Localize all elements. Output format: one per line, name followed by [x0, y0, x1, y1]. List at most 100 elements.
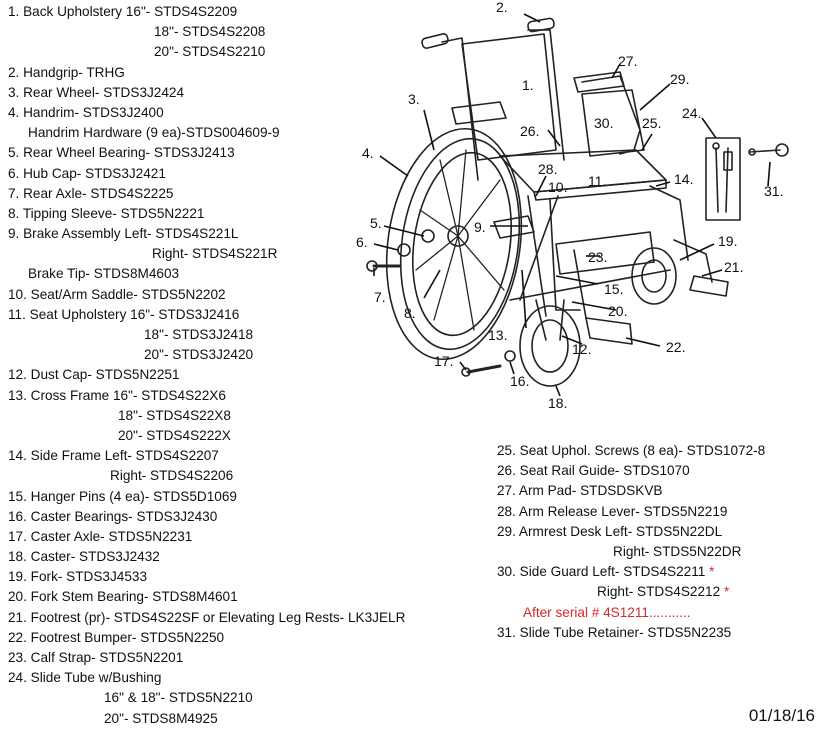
part-line-text: 28. Arm Release Lever- STDS5N2219	[497, 503, 728, 519]
part-line: 31. Slide Tube Retainer- STDS5N2235	[497, 623, 765, 643]
wheelchair-exploded-diagram: 1. 2. 3. 4. 5. 6. 7. 8. 9. 10. 11. 12. 1…	[356, 0, 789, 411]
rear-hub-shape	[447, 225, 469, 247]
part-line: 18"- STDS4S2208	[8, 22, 405, 42]
part-line-text: 18"- STDS3J2418	[144, 327, 254, 342]
part-line: 26. Seat Rail Guide- STDS1070	[497, 461, 765, 481]
part-line: 9. Brake Assembly Left- STDS4S221L	[8, 224, 405, 244]
callout-27: 27.	[618, 53, 637, 69]
callout-4: 4.	[362, 145, 374, 161]
fork-right	[673, 239, 713, 283]
part-line-text: Right- STDS4S2212	[597, 584, 721, 600]
callout-1: 1.	[522, 77, 534, 93]
callout-15: 15.	[604, 281, 623, 297]
callout-9: 9.	[474, 219, 486, 235]
frame-bottom-rail	[509, 269, 671, 301]
part-line: 20. Fork Stem Bearing- STDS8M4601	[8, 587, 405, 607]
footrest-front	[585, 317, 633, 345]
callout-18: 18.	[548, 395, 567, 411]
callout-22: 22.	[666, 339, 685, 355]
part-line-text: 15. Hanger Pins (4 ea)- STDS5D1069	[8, 488, 237, 504]
revision-date: 01/18/16	[748, 706, 815, 725]
calf-strap-shape	[555, 231, 655, 275]
part-line: 10. Seat/Arm Saddle- STDS5N2202	[8, 285, 405, 305]
callout-3: 3.	[408, 91, 420, 107]
part-line: 30. Side Guard Left- STDS4S2211 *	[497, 562, 765, 582]
part-line-text: 11. Seat Upholstery 16"- STDS3J2416	[8, 306, 240, 322]
part-line: 20"- STDS4S2210	[8, 42, 405, 62]
part-line: Right- STDS4S2206	[8, 466, 405, 486]
part-line-text: 24. Slide Tube w/Bushing	[8, 670, 162, 686]
part-line-text: Brake Tip- STDS8M4603	[28, 266, 180, 282]
part-line: 17. Caster Axle- STDS5N2231	[8, 527, 405, 547]
footrest-right	[689, 275, 729, 297]
part-line-text: 6. Hub Cap- STDS3J2421	[8, 165, 166, 181]
callout-17: 17.	[434, 353, 453, 369]
caster-axle-shape	[466, 364, 502, 374]
cross-frame	[519, 195, 559, 317]
part-line-text: 25. Seat Uphol. Screws (8 ea)- STDS1072-…	[497, 443, 766, 458]
seat-upholstery-shape	[499, 149, 667, 193]
part-line: 23. Calf Strap- STDS5N2201	[8, 648, 405, 668]
parts-list-right: 25. Seat Uphol. Screws (8 ea)- STDS1072-…	[497, 441, 765, 643]
part-line: After serial # 4S1211...........	[497, 603, 765, 623]
part-line: 20"- STDS8M4925	[8, 709, 405, 729]
part-line-text: 31. Slide Tube Retainer- STDS5N2235	[497, 624, 732, 640]
callout-11: 11.	[588, 173, 606, 189]
part-line: Brake Tip- STDS8M4603	[8, 264, 405, 284]
callout-8: 8.	[404, 305, 416, 321]
part-line-text: Handrim Hardware (9 ea)-STDS004609-9	[28, 125, 280, 141]
part-line: 29. Armrest Desk Left- STDS5N22DL	[497, 522, 765, 542]
part-line: 16" & 18"- STDS5N2210	[8, 688, 405, 708]
callout-labels: 1. 2. 3. 4. 5. 6. 7. 8. 9. 10. 11. 12. 1…	[356, 0, 783, 411]
callout-13: 13.	[488, 327, 507, 343]
callout-6: 6.	[356, 234, 368, 250]
footrest-stem	[573, 249, 587, 319]
part-line-text: 20"- STDS4S2210	[154, 44, 266, 60]
arm-pad-right	[573, 71, 625, 93]
part-line-text: 20"- STDS3J2420	[144, 347, 254, 363]
seat-front-edge	[533, 179, 667, 201]
slide-tube-shape	[715, 147, 729, 213]
part-line: 7. Rear Axle- STDS4S2225	[8, 184, 405, 204]
part-line-text: 3. Rear Wheel- STDS3J2424	[8, 84, 185, 100]
wheel-spokes	[415, 149, 505, 331]
part-line-text: 18. Caster- STDS3J2432	[8, 549, 160, 565]
part-line-text: Right- STDS5N22DR	[613, 543, 742, 559]
part-line: 3. Rear Wheel- STDS3J2424	[8, 83, 405, 103]
part-line-text: 2. Handgrip- TRHG	[8, 64, 125, 80]
part-line: 18"- STDS4S22X8	[8, 406, 405, 426]
side-guard-right	[581, 89, 645, 157]
part-line: 11. Seat Upholstery 16"- STDS3J2416	[8, 305, 405, 325]
callout-31: 31.	[764, 183, 783, 199]
part-line-text: 22. Footrest Bumper- STDS5N2250	[8, 629, 225, 645]
callout-24: 24.	[682, 105, 701, 121]
back-cane-left	[441, 37, 479, 181]
part-line-text: 18"- STDS4S2208	[154, 24, 266, 40]
part-line: 1. Back Upholstery 16"- STDS4S2209	[8, 2, 405, 22]
part-line: 8. Tipping Sleeve- STDS5N2221	[8, 204, 405, 224]
part-line-text: 8. Tipping Sleeve- STDS5N2221	[8, 205, 205, 221]
front-fork	[535, 299, 565, 341]
callout-26: 26.	[520, 123, 539, 139]
part-line: 25. Seat Uphol. Screws (8 ea)- STDS1072-…	[497, 441, 765, 461]
part-line: 18"- STDS3J2418	[8, 325, 405, 345]
part-line-text: Right- STDS4S221R	[152, 246, 278, 262]
part-line: 22. Footrest Bumper- STDS5N2250	[8, 628, 405, 648]
armrest-left	[451, 101, 507, 125]
callout-16: 16.	[510, 373, 529, 389]
part-line-text: 29. Armrest Desk Left- STDS5N22DL	[497, 523, 723, 539]
part-line-text: Right- STDS4S2206	[110, 468, 234, 484]
back-upholstery-shape	[461, 33, 557, 161]
part-line: Handrim Hardware (9 ea)-STDS004609-9	[8, 123, 405, 143]
handgrip-right	[527, 17, 555, 33]
part-line: Right- STDS4S221R	[8, 244, 405, 264]
part-line: 21. Footrest (pr)- STDS4S22SF or Elevati…	[8, 608, 405, 628]
part-line-text: 16" & 18"- STDS5N2210	[104, 690, 253, 706]
callout-7: 7.	[374, 289, 386, 305]
part-line: 24. Slide Tube w/Bushing	[8, 668, 405, 688]
callout-30: 30.	[594, 115, 613, 131]
part-line-text: 13. Cross Frame 16"- STDS4S22X6	[8, 387, 226, 403]
part-line: Right- STDS5N22DR	[497, 542, 765, 562]
part-line-text: 16. Caster Bearings- STDS3J2430	[8, 508, 218, 524]
part-line-text: 1. Back Upholstery 16"- STDS4S2209	[8, 4, 238, 19]
